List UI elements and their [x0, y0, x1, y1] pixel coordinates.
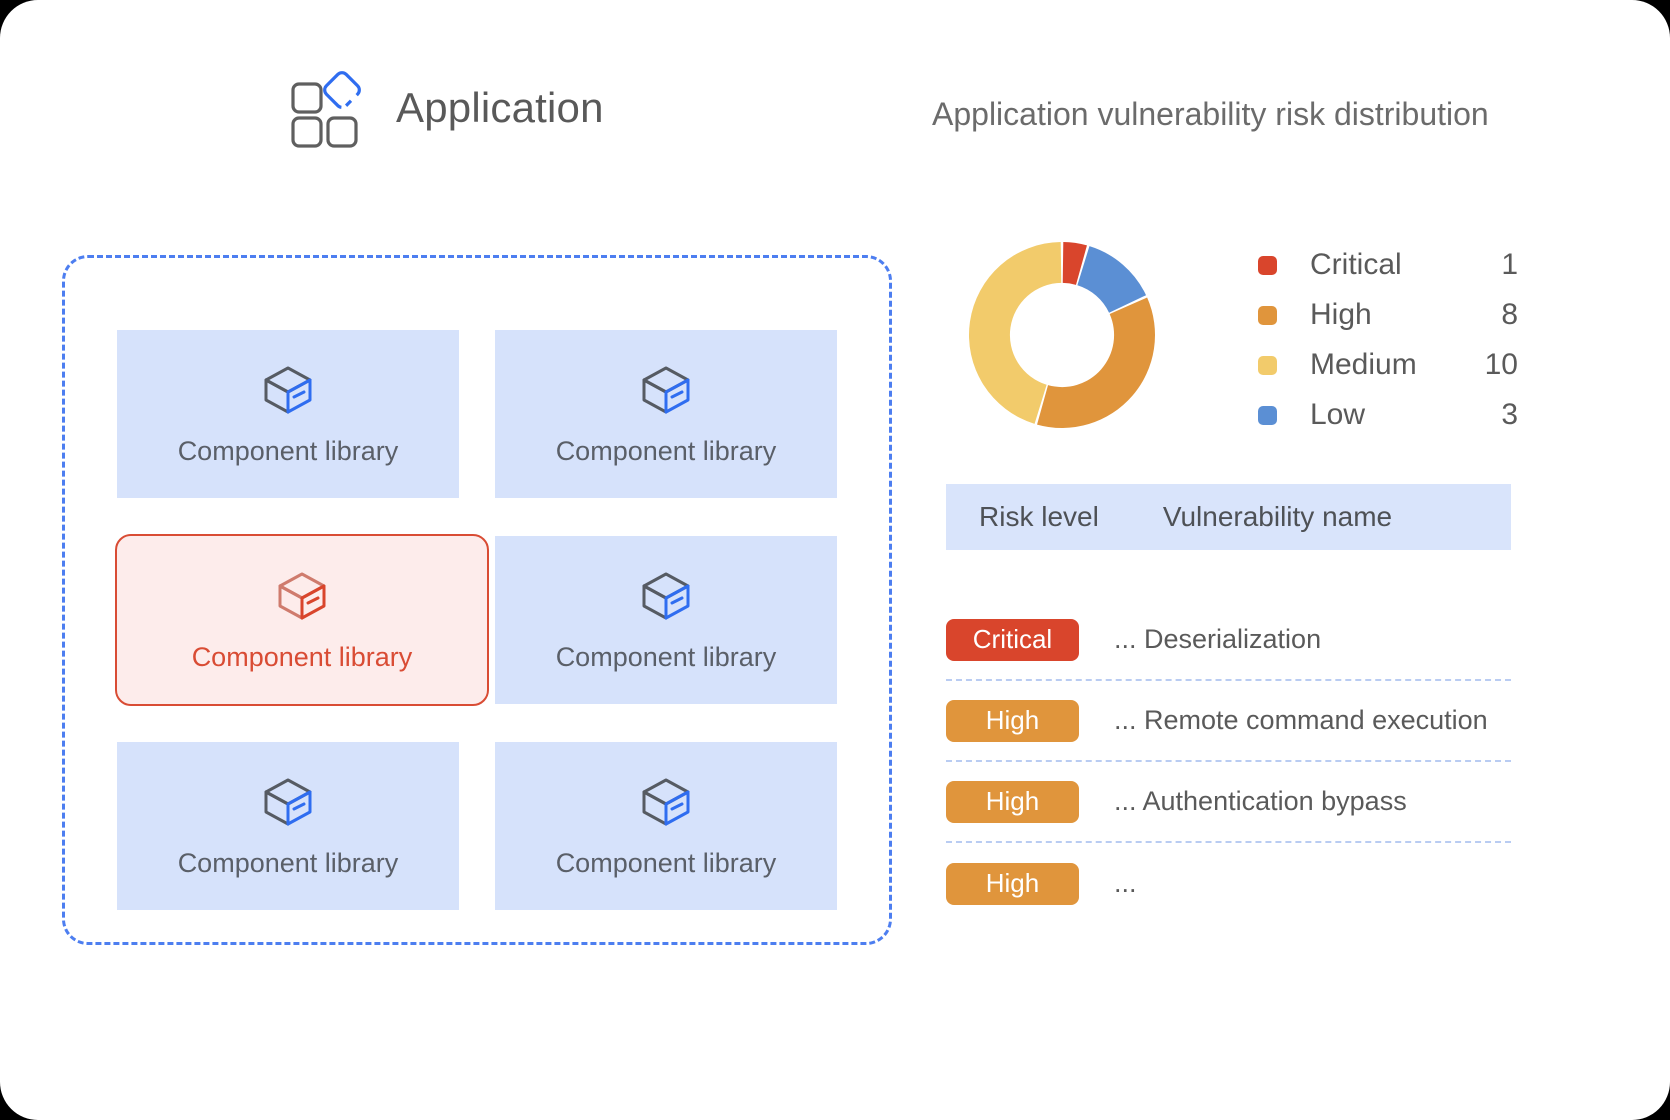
table-row[interactable]: High...: [946, 843, 1511, 924]
component-library-card[interactable]: Component library: [117, 330, 459, 498]
page-title: Application: [396, 84, 604, 131]
application-header: Application: [290, 68, 604, 148]
component-library-grid: Component library Component library: [115, 330, 837, 910]
status-badge: High: [946, 780, 1079, 823]
legend-value: 1: [1501, 248, 1518, 281]
legend-swatch-high: [1258, 305, 1277, 325]
component-library-label: Component library: [555, 641, 777, 672]
component-library-label: Component library: [177, 847, 399, 878]
donut-slice-low[interactable]: [1077, 246, 1147, 313]
component-library-label: Component library: [555, 435, 777, 466]
donut-slice-medium[interactable]: [969, 242, 1062, 424]
donut-slice-critical[interactable]: [1062, 242, 1087, 285]
column-header-vulnerability-name: Vulnerability name: [1162, 501, 1393, 532]
status-badge: High: [946, 699, 1079, 742]
component-library-card[interactable]: Component library: [495, 330, 837, 498]
risk-donut-chart: [962, 240, 1162, 430]
legend-item-low[interactable]: Low 3: [1258, 390, 1518, 440]
status-badge: High: [946, 862, 1079, 905]
vulnerability-name-cell: ... Deserialization: [1114, 624, 1322, 654]
application-blocks-icon: [290, 68, 368, 148]
legend-item-high[interactable]: High 8: [1258, 290, 1518, 340]
box-icon: [638, 362, 694, 418]
component-library-card-selected[interactable]: Component library: [115, 534, 489, 706]
vulnerability-name-cell: ...: [1114, 868, 1137, 898]
status-badge: Critical: [946, 618, 1079, 661]
legend-label: High: [1310, 298, 1372, 331]
component-library-card[interactable]: Component library: [117, 742, 459, 910]
legend-swatch-critical: [1258, 255, 1277, 275]
box-icon: [260, 774, 316, 830]
table-row[interactable]: High ... Remote command execution: [946, 681, 1511, 762]
legend-label: Low: [1310, 398, 1366, 431]
table-row[interactable]: Critical ... Deserialization: [946, 600, 1511, 681]
box-icon: [638, 774, 694, 830]
legend-label: Critical: [1310, 248, 1402, 281]
vulnerability-name-cell: ... Authentication bypass: [1114, 786, 1407, 816]
component-group-container: [62, 255, 892, 945]
legend-label: Medium: [1310, 348, 1417, 381]
component-library-card[interactable]: Component library: [495, 536, 837, 704]
legend-value: 8: [1501, 298, 1518, 331]
component-library-label: Component library: [177, 435, 399, 466]
table-row[interactable]: High ... Authentication bypass: [946, 762, 1511, 843]
donut-slice-high[interactable]: [1037, 297, 1155, 428]
component-library-label: Component library: [191, 641, 413, 672]
component-library-card[interactable]: Component library: [495, 742, 837, 910]
legend-value: 3: [1501, 398, 1518, 431]
legend-swatch-medium: [1258, 355, 1277, 375]
box-icon: [260, 362, 316, 418]
box-icon: [274, 568, 330, 624]
risk-distribution-title: Application vulnerability risk distribut…: [932, 96, 1489, 132]
column-header-risk-level: Risk level: [979, 501, 1099, 532]
vulnerability-name-cell: ... Remote command execution: [1114, 705, 1488, 735]
legend-item-medium[interactable]: Medium 10: [1258, 340, 1518, 390]
legend-swatch-low: [1258, 405, 1277, 425]
legend-item-critical[interactable]: Critical 1: [1258, 240, 1518, 290]
legend-value: 10: [1484, 348, 1518, 381]
vulnerability-table-header: Risk level Vulnerability name: [946, 484, 1511, 550]
box-icon: [638, 568, 694, 624]
component-library-label: Component library: [555, 847, 777, 878]
